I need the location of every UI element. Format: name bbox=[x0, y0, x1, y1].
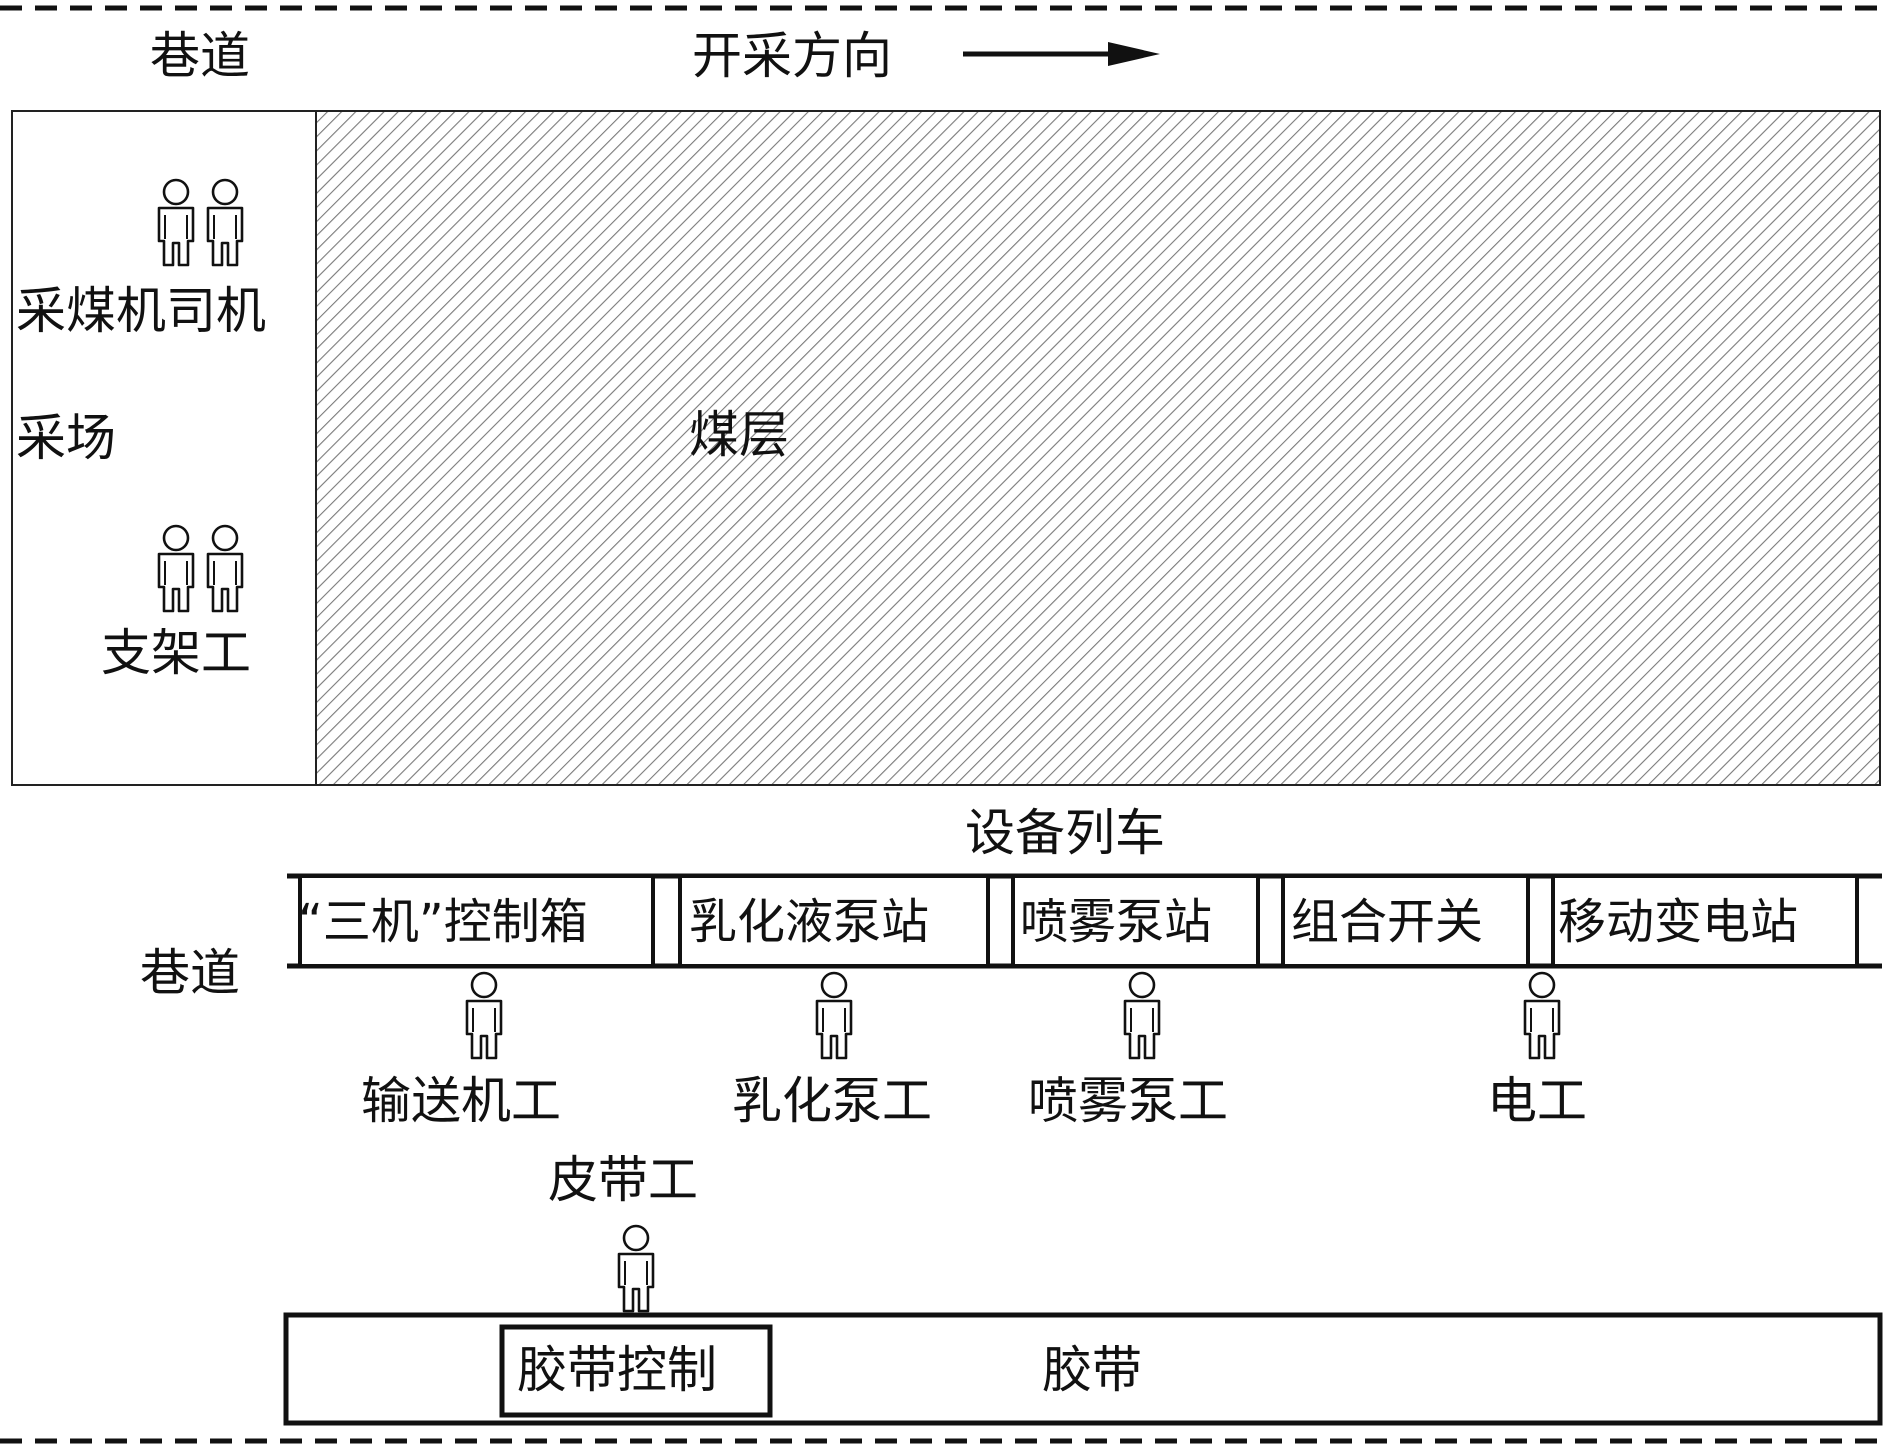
belt-control-label: 胶带控制 bbox=[517, 1341, 717, 1399]
train-unit-control-box: “三机”控制箱 bbox=[298, 874, 655, 968]
train-unit-label: 喷雾泵站 bbox=[1020, 894, 1212, 950]
train-unit-label: 组合开关 bbox=[1291, 894, 1483, 950]
spray-pump-worker-label: 喷雾泵工 bbox=[1028, 1072, 1228, 1130]
train-unit-emulsion-pump-station: 乳化液泵站 bbox=[678, 874, 990, 968]
conveyor-worker-person-icon bbox=[465, 971, 503, 1060]
conveyor-worker-label: 输送机工 bbox=[361, 1072, 561, 1130]
emulsion-pump-worker-person-icon bbox=[815, 971, 853, 1060]
emulsion-pump-worker-label: 乳化泵工 bbox=[732, 1072, 932, 1130]
mining-direction-label: 开采方向 bbox=[692, 27, 892, 85]
mining-area-label: 采场 bbox=[16, 409, 116, 467]
coal-seam-area bbox=[315, 110, 1881, 786]
belt-worker-person-icon bbox=[617, 1224, 655, 1313]
train-unit-label: “三机”控制箱 bbox=[298, 894, 588, 950]
support-worker-label: 支架工 bbox=[101, 624, 251, 682]
shearer-driver-label: 采煤机司机 bbox=[16, 282, 266, 340]
belt-worker-label: 皮带工 bbox=[548, 1151, 698, 1209]
top-roadway-label: 巷道 bbox=[150, 27, 250, 85]
belt-conveyor-label: 胶带 bbox=[1042, 1341, 1142, 1399]
train-unit-mobile-substation: 移动变电站 bbox=[1551, 874, 1859, 968]
electrician-person-icon bbox=[1523, 971, 1561, 1060]
train-unit-label: 移动变电站 bbox=[1558, 894, 1798, 950]
coal-seam-label: 煤层 bbox=[689, 406, 789, 464]
equipment-train-title: 设备列车 bbox=[965, 804, 1165, 862]
train-unit-label: 乳化液泵站 bbox=[689, 894, 929, 950]
mining-direction-arrow-icon bbox=[963, 42, 1160, 66]
electrician-label: 电工 bbox=[1487, 1072, 1587, 1130]
train-unit-combination-switch: 组合开关 bbox=[1281, 874, 1530, 968]
belt-control-box bbox=[499, 1324, 773, 1418]
train-unit-spray-pump-station: 喷雾泵站 bbox=[1011, 874, 1260, 968]
spray-pump-worker-person-icon bbox=[1123, 971, 1161, 1060]
equipment-roadway-label: 巷道 bbox=[140, 944, 240, 1002]
